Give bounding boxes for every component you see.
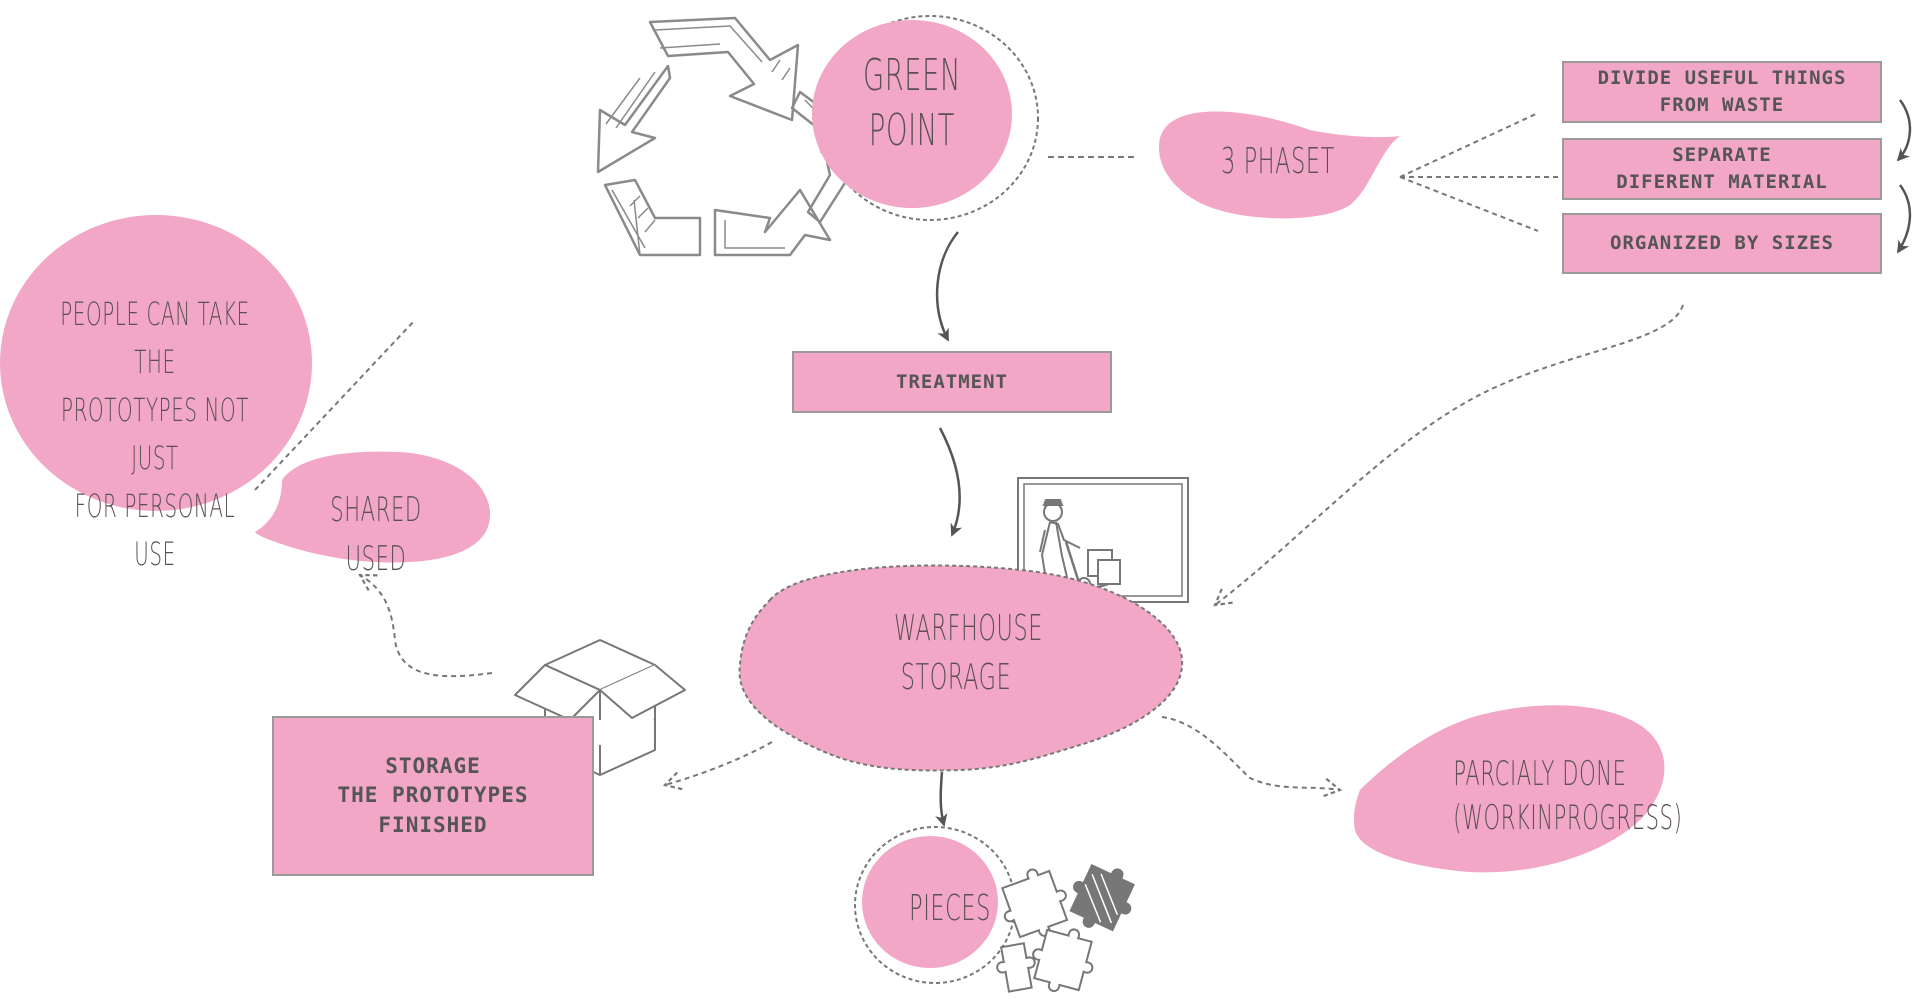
green-point-node [812,20,1012,208]
pieces-node [862,836,998,968]
partially-done-label: PARCIALY DONE (WORKINPROGRESS) [1453,754,1683,839]
warehouse-label: WARFHOUSE STORAGE [894,608,1044,698]
people-note-label: PEOPLE CAN TAKE THE PROTOTYPES NOT JUST … [60,295,250,573]
phase-2-box: SEPARATE DIFERENT MATERIAL [1562,138,1882,200]
green-point-label: GREEN POINT [862,50,962,156]
treatment-box: TREATMENT [792,351,1112,413]
shared-used-label: SHARED USED [330,490,422,580]
people-note-node [0,215,312,511]
worker-trolley-icon [1017,477,1189,603]
puzzle-pieces-icon [996,863,1135,993]
shared-used-node [255,451,491,563]
three-phase-label: 3 PHASET [1221,141,1335,182]
warehouse-node [738,564,1184,772]
three-phase-node [1158,111,1400,219]
pieces-label: PIECES [909,888,991,929]
phase-3-box: ORGANIZED BY SIZES [1562,213,1882,274]
phase-1-box: DIVIDE USEFUL THINGS FROM WASTE [1562,61,1882,123]
partially-done-node [1353,705,1665,873]
storage-prototypes-box: STORAGE THE PROTOTYPES FINISHED [272,716,594,876]
recycle-icon [596,16,852,257]
